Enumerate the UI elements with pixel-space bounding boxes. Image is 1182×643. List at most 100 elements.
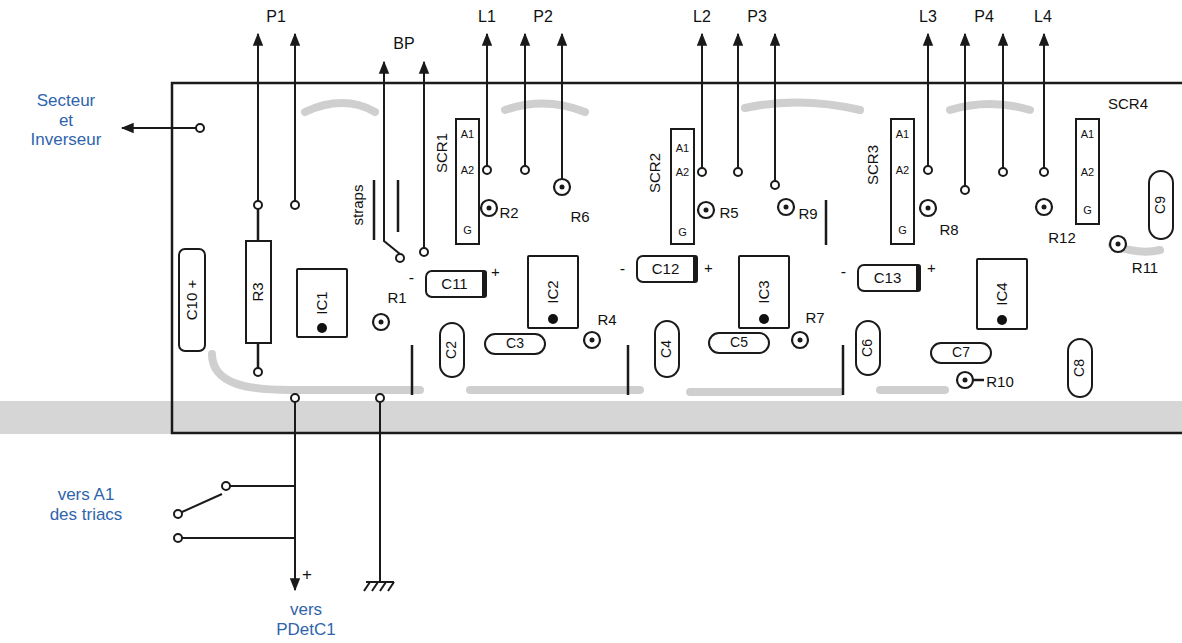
copper-traces bbox=[212, 102, 1160, 392]
polarity-sign: + bbox=[704, 260, 713, 277]
component-label: R3 bbox=[250, 282, 267, 301]
external-wiring bbox=[182, 402, 394, 591]
pin-label: G bbox=[1083, 204, 1092, 216]
resistor-label: R10 bbox=[985, 373, 1015, 390]
wire-label: vers PDetC1 bbox=[275, 600, 337, 639]
grey-band bbox=[0, 401, 1182, 434]
scr-name: SCR2 bbox=[647, 153, 664, 193]
component-label: C11 bbox=[441, 276, 467, 293]
scr-name: SCR4 bbox=[1108, 96, 1148, 113]
pad-holes bbox=[379, 185, 1121, 383]
polarity-sign: + bbox=[301, 565, 313, 585]
pin1-notch bbox=[997, 315, 1007, 325]
pin-label: A2 bbox=[461, 164, 474, 176]
pin-label: A1 bbox=[461, 128, 474, 140]
pin-label: A2 bbox=[676, 166, 689, 178]
scr-name: SCR1 bbox=[434, 133, 451, 173]
scr-name: SCR3 bbox=[865, 145, 882, 185]
resistor-label: R11 bbox=[1131, 259, 1159, 276]
component-label: C4 bbox=[659, 340, 674, 358]
component-label: IC1 bbox=[314, 291, 331, 314]
ic-package: IC4 bbox=[976, 258, 1028, 330]
switch-contacts bbox=[174, 482, 230, 542]
polarity-sign: - bbox=[409, 269, 414, 287]
capacitor-body: C3 bbox=[484, 333, 546, 355]
polarity-sign: + bbox=[491, 264, 500, 281]
component-label: C10 + bbox=[184, 280, 201, 320]
component-label: C3 bbox=[506, 336, 524, 351]
solder-pads bbox=[196, 124, 1048, 402]
electrolytic-capacitor: -C13+ bbox=[857, 264, 921, 292]
pin-label: G bbox=[463, 224, 472, 236]
polarity-sign: + bbox=[927, 260, 936, 277]
pin-label: G bbox=[898, 224, 907, 236]
resistor-label: R1 bbox=[386, 289, 407, 306]
pin1-notch bbox=[548, 314, 558, 324]
mains-label: Secteur et Inverseur bbox=[30, 91, 103, 150]
electrolytic-capacitor: -C11+ bbox=[425, 270, 487, 298]
pin-label: A1 bbox=[1081, 128, 1094, 140]
resistor-label: R2 bbox=[498, 204, 519, 221]
board-outline bbox=[172, 83, 1182, 433]
pin-label: A2 bbox=[896, 164, 909, 176]
port-label: L4 bbox=[1033, 8, 1053, 26]
capacitor-body: C8 bbox=[1067, 338, 1093, 398]
polarity-sign: - bbox=[841, 263, 846, 281]
capacitor-body: C7 bbox=[930, 342, 992, 364]
capacitor-body: C9 bbox=[1148, 170, 1174, 240]
ic-package: IC3 bbox=[738, 255, 790, 329]
component-label: C7 bbox=[952, 345, 970, 360]
pin1-notch bbox=[759, 314, 769, 324]
wire-label: vers A1 des triacs bbox=[43, 485, 129, 524]
capacitor-body: C4 bbox=[654, 320, 680, 378]
capacitor-body: C2 bbox=[439, 322, 465, 378]
polarity-sign: - bbox=[620, 260, 625, 278]
electrolytic-capacitor: -C12+ bbox=[636, 255, 698, 283]
wire-straps bbox=[258, 180, 984, 395]
pin-label: A1 bbox=[896, 128, 909, 140]
pin-label: A2 bbox=[1081, 166, 1094, 178]
resistor-label: R4 bbox=[596, 311, 617, 328]
component-label: C12 bbox=[652, 261, 680, 278]
pin1-notch bbox=[317, 323, 327, 333]
port-label: L2 bbox=[692, 8, 712, 26]
resistor-pads bbox=[373, 179, 1126, 388]
port-label: P3 bbox=[746, 8, 768, 26]
component-label: IC4 bbox=[994, 282, 1011, 305]
resistor-label: R8 bbox=[938, 221, 959, 238]
resistor-label: R5 bbox=[718, 204, 739, 221]
component-label: C8 bbox=[1072, 359, 1087, 377]
resistor-label: R12 bbox=[1047, 229, 1077, 246]
pin-label: G bbox=[678, 226, 687, 238]
capacitor-body: C5 bbox=[708, 332, 770, 354]
port-label: P2 bbox=[532, 8, 554, 26]
straps-label: straps bbox=[349, 184, 366, 227]
scr-package: SCR1A1A2G bbox=[455, 118, 480, 245]
component-label: C13 bbox=[874, 270, 902, 287]
resistor-label: R7 bbox=[804, 309, 825, 326]
component-label: C5 bbox=[730, 335, 748, 350]
ic-package: IC1 bbox=[296, 268, 348, 338]
pin-label: A1 bbox=[676, 142, 689, 154]
resistor-body: R3 bbox=[245, 240, 272, 344]
output-arrows bbox=[122, 34, 1044, 254]
port-label: P1 bbox=[265, 8, 287, 26]
scr-package: SCR4A1A2G bbox=[1075, 118, 1100, 225]
component-label: C6 bbox=[860, 339, 875, 357]
port-label: BP bbox=[392, 35, 415, 53]
component-label: IC3 bbox=[756, 280, 773, 303]
resistor-label: R9 bbox=[797, 205, 818, 222]
component-label: C2 bbox=[444, 341, 459, 359]
scr-package: SCR3A1A2G bbox=[890, 118, 915, 245]
ic-package: IC2 bbox=[527, 255, 579, 329]
resistor-label: R6 bbox=[569, 208, 590, 225]
scr-package: SCR2A1A2G bbox=[670, 128, 695, 245]
electrolytic-capacitor: C10 + bbox=[178, 248, 206, 352]
port-label: L3 bbox=[918, 8, 938, 26]
port-label: L1 bbox=[477, 8, 497, 26]
port-label: P4 bbox=[973, 8, 995, 26]
capacitor-body: C6 bbox=[855, 320, 881, 376]
component-label: IC2 bbox=[545, 280, 562, 303]
component-label: C9 bbox=[1153, 196, 1168, 214]
